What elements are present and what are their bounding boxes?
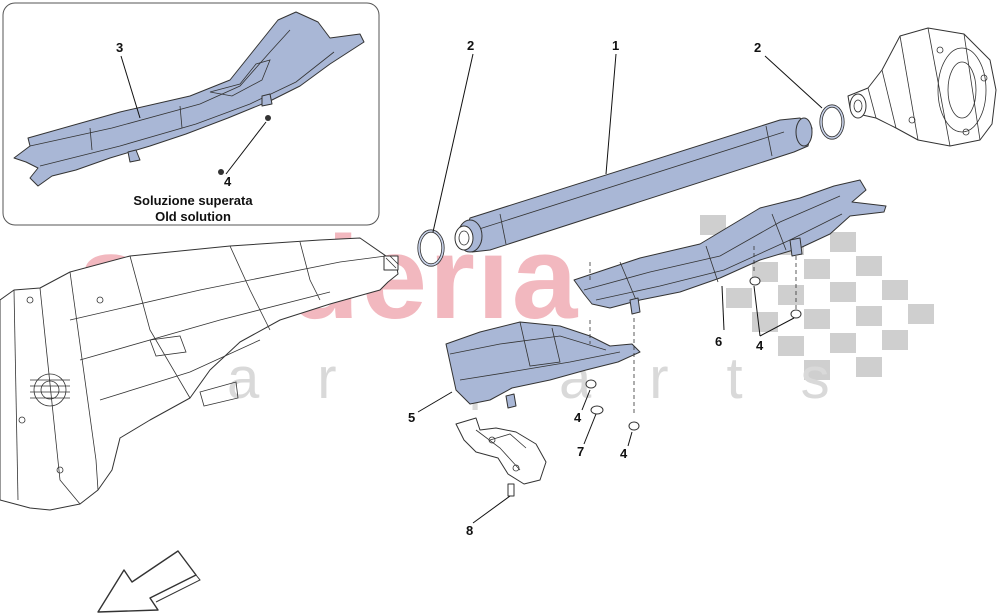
inset-old-solution: 3 4 Soluzione superata Old solution xyxy=(2,2,380,226)
nut-part-4-icon xyxy=(628,421,640,431)
callout-4-center: 4 xyxy=(574,410,582,425)
callout-5: 5 xyxy=(408,410,415,425)
fasteners xyxy=(585,246,802,431)
callout-6: 6 xyxy=(715,334,722,349)
heat-shield-part-6 xyxy=(573,179,887,315)
bolt-part-7-icon xyxy=(590,405,604,415)
callout-4-lower: 4 xyxy=(620,446,628,461)
inset-caption-english: Old solution xyxy=(155,209,231,224)
callout-4-inset: 4 xyxy=(224,174,232,189)
old-nut-icon xyxy=(218,169,224,175)
old-heat-shield-part-3 xyxy=(13,11,365,187)
snap-ring-part-2-left xyxy=(417,229,445,267)
bracket-part-8 xyxy=(455,417,547,497)
inset-frame xyxy=(2,2,380,226)
callouts: 2 1 2 6 4 5 4 7 4 8 xyxy=(408,38,764,538)
callout-2-right: 2 xyxy=(754,40,761,55)
callout-3: 3 xyxy=(116,40,123,55)
gearbox-casing xyxy=(0,237,399,511)
nut-part-4-icon xyxy=(790,309,802,319)
heat-shield-part-5 xyxy=(445,321,641,409)
snap-ring-part-2-right xyxy=(819,104,845,140)
transmission-tube-part-1 xyxy=(454,117,813,253)
inset-caption-italian: Soluzione superata xyxy=(133,193,253,208)
nut-part-4-icon xyxy=(749,276,761,286)
front-direction-arrow-icon xyxy=(97,550,201,613)
old-nut-icon xyxy=(265,115,271,121)
nut-part-4-icon xyxy=(585,379,597,389)
callout-4-right: 4 xyxy=(756,338,764,353)
callout-8: 8 xyxy=(466,523,473,538)
clutch-housing xyxy=(847,27,997,147)
callout-2-left: 2 xyxy=(467,38,474,53)
callout-7: 7 xyxy=(577,444,584,459)
callout-1: 1 xyxy=(612,38,619,53)
callout-leaders xyxy=(417,53,823,524)
